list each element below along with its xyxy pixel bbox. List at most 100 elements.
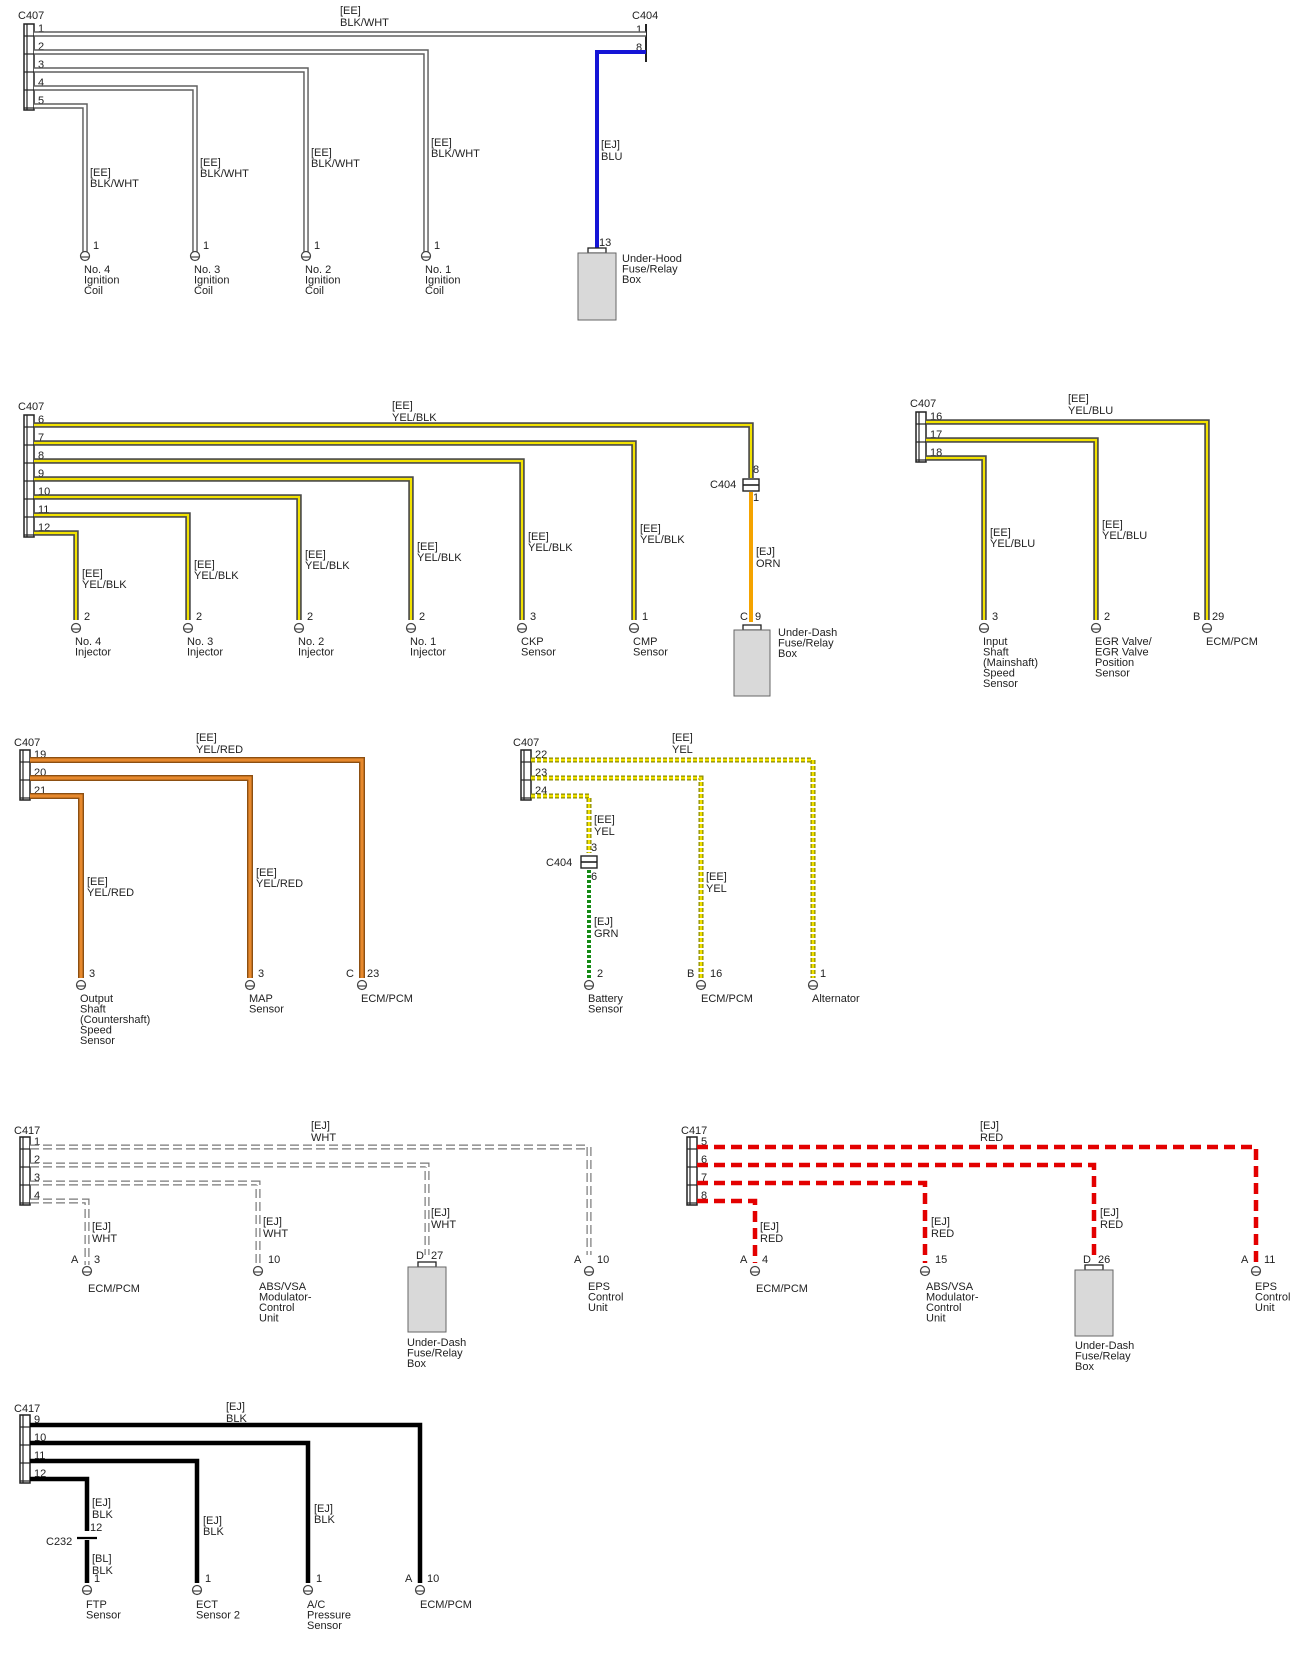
component-label: Box xyxy=(407,1358,426,1370)
alternator-terminal xyxy=(807,979,819,991)
wire-color: YEL/BLK xyxy=(640,534,685,546)
wire-ac xyxy=(30,1440,311,1583)
sensor-terminal xyxy=(302,1584,314,1596)
wire-injector-1-core xyxy=(34,477,413,620)
wire-blk-main xyxy=(30,1422,423,1583)
wire-color: YEL/BLK xyxy=(305,560,350,572)
component-label: Sensor xyxy=(521,647,556,659)
wire-yel-alternator xyxy=(531,757,816,978)
wire-coil-2 xyxy=(34,67,309,252)
pin-number: 1 xyxy=(642,611,648,623)
component-label: Sensor xyxy=(80,1035,115,1047)
connector-block-c417 xyxy=(19,1136,31,1206)
under-dash-fuse-relay-box-socket xyxy=(1084,1264,1104,1271)
component-label: No. 3 xyxy=(187,636,213,648)
terminal-letter: D xyxy=(1083,1254,1091,1266)
wire-color: WHT xyxy=(263,1228,288,1240)
component-label: Under-Dash xyxy=(407,1337,466,1349)
wire-map xyxy=(30,775,253,978)
wire-tag: [EE] xyxy=(200,157,221,169)
wire-color: YEL xyxy=(672,744,693,756)
wire-coil-3-core xyxy=(34,86,197,252)
pin-number: 1 xyxy=(93,240,99,252)
component-label: Box xyxy=(1075,1361,1094,1373)
component-label: Output xyxy=(80,993,113,1005)
component-label: Coil xyxy=(425,285,444,297)
wire-color: RED xyxy=(760,1233,783,1245)
connector-c417: C417 xyxy=(14,1403,40,1415)
connector-c407: C407 xyxy=(513,737,539,749)
wire-tag: [EJ] xyxy=(226,1401,245,1413)
pin-number: 1 xyxy=(434,240,440,252)
wire-wht-fuse-core xyxy=(30,1163,429,1255)
eps-terminal xyxy=(1250,1265,1262,1277)
sensor-terminal xyxy=(516,622,528,634)
pin-number: 1 xyxy=(314,240,320,252)
sensor-terminal xyxy=(75,979,87,991)
component-label: EPS xyxy=(588,1281,610,1293)
pin-number: 8 xyxy=(753,464,759,476)
sensor-terminal xyxy=(978,622,990,634)
component-label: Sensor xyxy=(249,1004,284,1016)
wire-output-shaft xyxy=(30,793,84,978)
pin-number: 2 xyxy=(1104,611,1110,623)
component-label: CMP xyxy=(633,636,657,648)
wire-yel-battery xyxy=(531,793,592,853)
pin-number: 6 xyxy=(38,414,44,426)
connector-c404: C404 xyxy=(710,479,736,491)
pin-number: 3 xyxy=(530,611,536,623)
connector-c232: C232 xyxy=(46,1536,72,1548)
connector-c407: C407 xyxy=(18,10,44,22)
wire-tag: [EE] xyxy=(82,568,103,580)
wire-wht-ecm xyxy=(30,1198,90,1265)
terminal-letter: A xyxy=(71,1254,79,1266)
wire-color: YEL/BLU xyxy=(990,538,1035,550)
pin-number: 7 xyxy=(38,432,44,444)
wire-yel-alternator-core xyxy=(531,758,815,978)
connector-c404: C404 xyxy=(546,857,572,869)
component-label: ECT xyxy=(196,1599,218,1611)
wire-coil-1 xyxy=(34,49,429,252)
pin-number: 2 xyxy=(84,611,90,623)
connector-c404: C404 xyxy=(632,10,658,22)
component-label: ECM/PCM xyxy=(88,1283,140,1295)
component-label: EGR Valve/ xyxy=(1095,636,1153,648)
wire-color: BLK xyxy=(92,1565,113,1577)
wire-injector-4-core xyxy=(34,531,78,620)
wire-ckp-core xyxy=(34,459,524,620)
component-label: Under-Dash xyxy=(1075,1340,1134,1352)
sensor-terminal xyxy=(70,622,82,634)
component-label: A/C xyxy=(307,1599,325,1611)
wire-color: YEL/BLK xyxy=(528,542,573,554)
component-label: Injector xyxy=(75,647,111,659)
wire-tag: [EJ] xyxy=(756,546,775,558)
pin-number: 11 xyxy=(1264,1254,1275,1266)
pin-number: 3 xyxy=(258,968,264,980)
ecm-terminal xyxy=(749,1265,761,1277)
wire-color: BLK xyxy=(226,1413,247,1425)
pin-number: 10 xyxy=(268,1254,280,1266)
sensor-terminal xyxy=(293,622,305,634)
component-label: No. 4 xyxy=(84,264,110,276)
component-label: Position xyxy=(1095,657,1134,669)
terminal-letter: C xyxy=(346,968,354,980)
wire-tag: [EE] xyxy=(672,732,693,744)
pin-number: 2 xyxy=(34,1154,40,1166)
connector-c407: C407 xyxy=(18,401,44,413)
wire-tag: [EJ] xyxy=(980,1120,999,1132)
component-label: Box xyxy=(622,274,641,286)
wire-ftp-upper xyxy=(30,1476,90,1531)
component-label: Sensor 2 xyxy=(196,1610,240,1622)
component-label: Under-Dash xyxy=(778,627,837,639)
wire-tag: [EJ] xyxy=(263,1216,282,1228)
connector-block-c407 xyxy=(23,23,35,111)
wire-yel-blu-main-core xyxy=(926,420,1209,620)
sensor-terminal xyxy=(405,622,417,634)
connector-block-c407 xyxy=(915,411,927,463)
wire-coil-4 xyxy=(34,103,88,252)
connector-c407: C407 xyxy=(910,398,936,410)
terminal-letter: C xyxy=(740,611,748,623)
ecm-terminal xyxy=(414,1584,426,1596)
abs-vsa-terminal xyxy=(252,1265,264,1277)
